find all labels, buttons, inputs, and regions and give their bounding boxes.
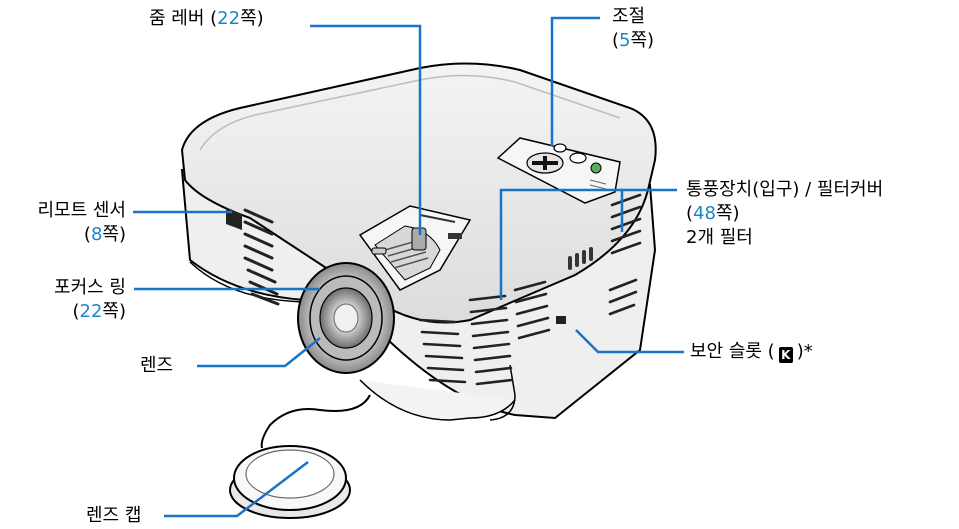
- label-prefix: (: [686, 203, 694, 224]
- security-slot-shape: [556, 316, 566, 324]
- label-text: 줌 레버 (: [149, 8, 218, 29]
- remote-sensor-window: [226, 208, 242, 230]
- kensington-lock-icon: K: [778, 347, 793, 363]
- leader-lens-cap: [164, 461, 309, 518]
- zoom-lever-housing: [358, 205, 472, 291]
- label-suffix: 쪽): [715, 203, 740, 224]
- label-remote-sensor: 리모트 센서 (8쪽): [4, 199, 126, 247]
- lens-cap-shape: [229, 445, 351, 519]
- label-text: 조절: [612, 6, 646, 27]
- page-ref: 22: [79, 301, 103, 322]
- label-text: 포커스 링: [54, 277, 126, 298]
- page-ref: 5: [619, 30, 631, 51]
- label-lens-cap: 렌즈 캡: [86, 504, 141, 528]
- lens-cap-strap: [260, 394, 371, 449]
- leader-controls: [550, 16, 600, 146]
- lens-assembly: [297, 262, 395, 374]
- label-suffix: )*: [796, 341, 813, 362]
- leader-lens: [197, 337, 321, 368]
- label-security-slot: 보안 슬롯 (K)*: [690, 340, 813, 364]
- label-text: 보안 슬롯 (: [690, 341, 775, 362]
- label-text: 통풍장치(입구) / 필터커버: [686, 179, 884, 200]
- left-vent-grille: [243, 208, 280, 306]
- label-prefix: (: [72, 301, 80, 322]
- label-text: 렌즈: [140, 355, 174, 376]
- right-vent-grille: [608, 193, 642, 316]
- page-ref: 22: [217, 8, 241, 29]
- leader-lines: [133, 16, 684, 518]
- label-text: 렌즈 캡: [86, 505, 142, 526]
- label-suffix: 쪽): [630, 30, 655, 51]
- label-vent-filter-cover: 통풍장치(입구) / 필터커버 (48쪽) 2개 필터: [686, 178, 883, 250]
- leader-security: [575, 329, 684, 354]
- label-prefix: (: [612, 30, 620, 51]
- label-lens: 렌즈: [140, 354, 173, 378]
- leader-zoom: [310, 24, 422, 235]
- label-text: 리모트 센서: [37, 200, 126, 221]
- page-ref: 48: [693, 203, 716, 224]
- side-jacks: [568, 247, 593, 270]
- label-suffix: 쪽): [102, 301, 126, 322]
- label-suffix: 쪽): [102, 224, 126, 245]
- leader-vent-front: [499, 188, 622, 300]
- label-controls: 조절 (5쪽): [612, 5, 654, 53]
- label-focus-ring: 포커스 링 (22쪽): [4, 276, 126, 324]
- label-zoom-lever: 줌 레버 (22쪽): [149, 7, 264, 31]
- label-prefix: (: [83, 224, 91, 245]
- label-suffix: 쪽): [240, 8, 264, 29]
- front-vent-grille: [418, 280, 551, 386]
- label-note: 2개 필터: [686, 227, 753, 248]
- page-ref: 8: [90, 224, 103, 245]
- control-panel: [496, 137, 621, 204]
